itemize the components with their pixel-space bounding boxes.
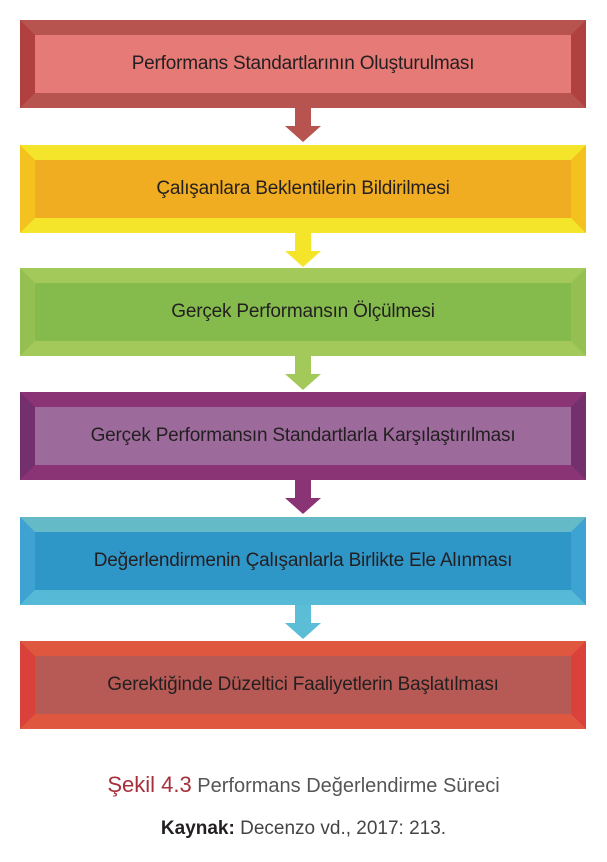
arrow-head (285, 498, 321, 514)
process-step: Gerçek Performansın Standartlarla Karşıl… (20, 392, 586, 480)
down-arrow-icon (285, 605, 321, 639)
figure-number: Şekil 4.3 (107, 772, 192, 797)
process-step-label: Gerçek Performansın Standartlarla Karşıl… (90, 425, 516, 446)
arrow-head (285, 623, 321, 639)
arrow-shaft (295, 605, 311, 623)
down-arrow-icon (285, 108, 321, 142)
figure-source: Kaynak: Decenzo vd., 2017: 213. (0, 818, 607, 840)
process-step-label: Gerçek Performansın Ölçülmesi (171, 301, 435, 322)
arrow-head (285, 126, 321, 142)
arrow-head (285, 374, 321, 390)
process-step: Değerlendirmenin Çalışanlarla Birlikte E… (20, 517, 586, 605)
source-text: Decenzo vd., 2017: 213. (240, 818, 447, 839)
figure-caption: Şekil 4.3 Performans Değerlendirme Sürec… (0, 772, 607, 798)
process-step: Gerektiğinde Düzeltici Faaliyetlerin Baş… (20, 641, 586, 729)
down-arrow-icon (285, 233, 321, 267)
arrow-shaft (295, 480, 311, 498)
process-step-label: Değerlendirmenin Çalışanlarla Birlikte E… (93, 550, 513, 571)
down-arrow-icon (285, 480, 321, 514)
arrow-shaft (295, 233, 311, 251)
down-arrow-icon (285, 356, 321, 390)
arrow-shaft (295, 356, 311, 374)
process-step: Performans Standartlarının Oluşturulması (20, 20, 586, 108)
process-step-label: Gerektiğinde Düzeltici Faaliyetlerin Baş… (107, 674, 499, 695)
process-step-label: Çalışanlara Beklentilerin Bildirilmesi (156, 178, 450, 199)
process-step: Gerçek Performansın Ölçülmesi (20, 268, 586, 356)
arrow-head (285, 251, 321, 267)
source-label: Kaynak: (160, 818, 235, 839)
figure-title: Performans Değerlendirme Süreci (197, 775, 500, 797)
process-step: Çalışanlara Beklentilerin Bildirilmesi (20, 145, 586, 233)
arrow-shaft (295, 108, 311, 126)
process-step-label: Performans Standartlarının Oluşturulması (131, 53, 475, 74)
